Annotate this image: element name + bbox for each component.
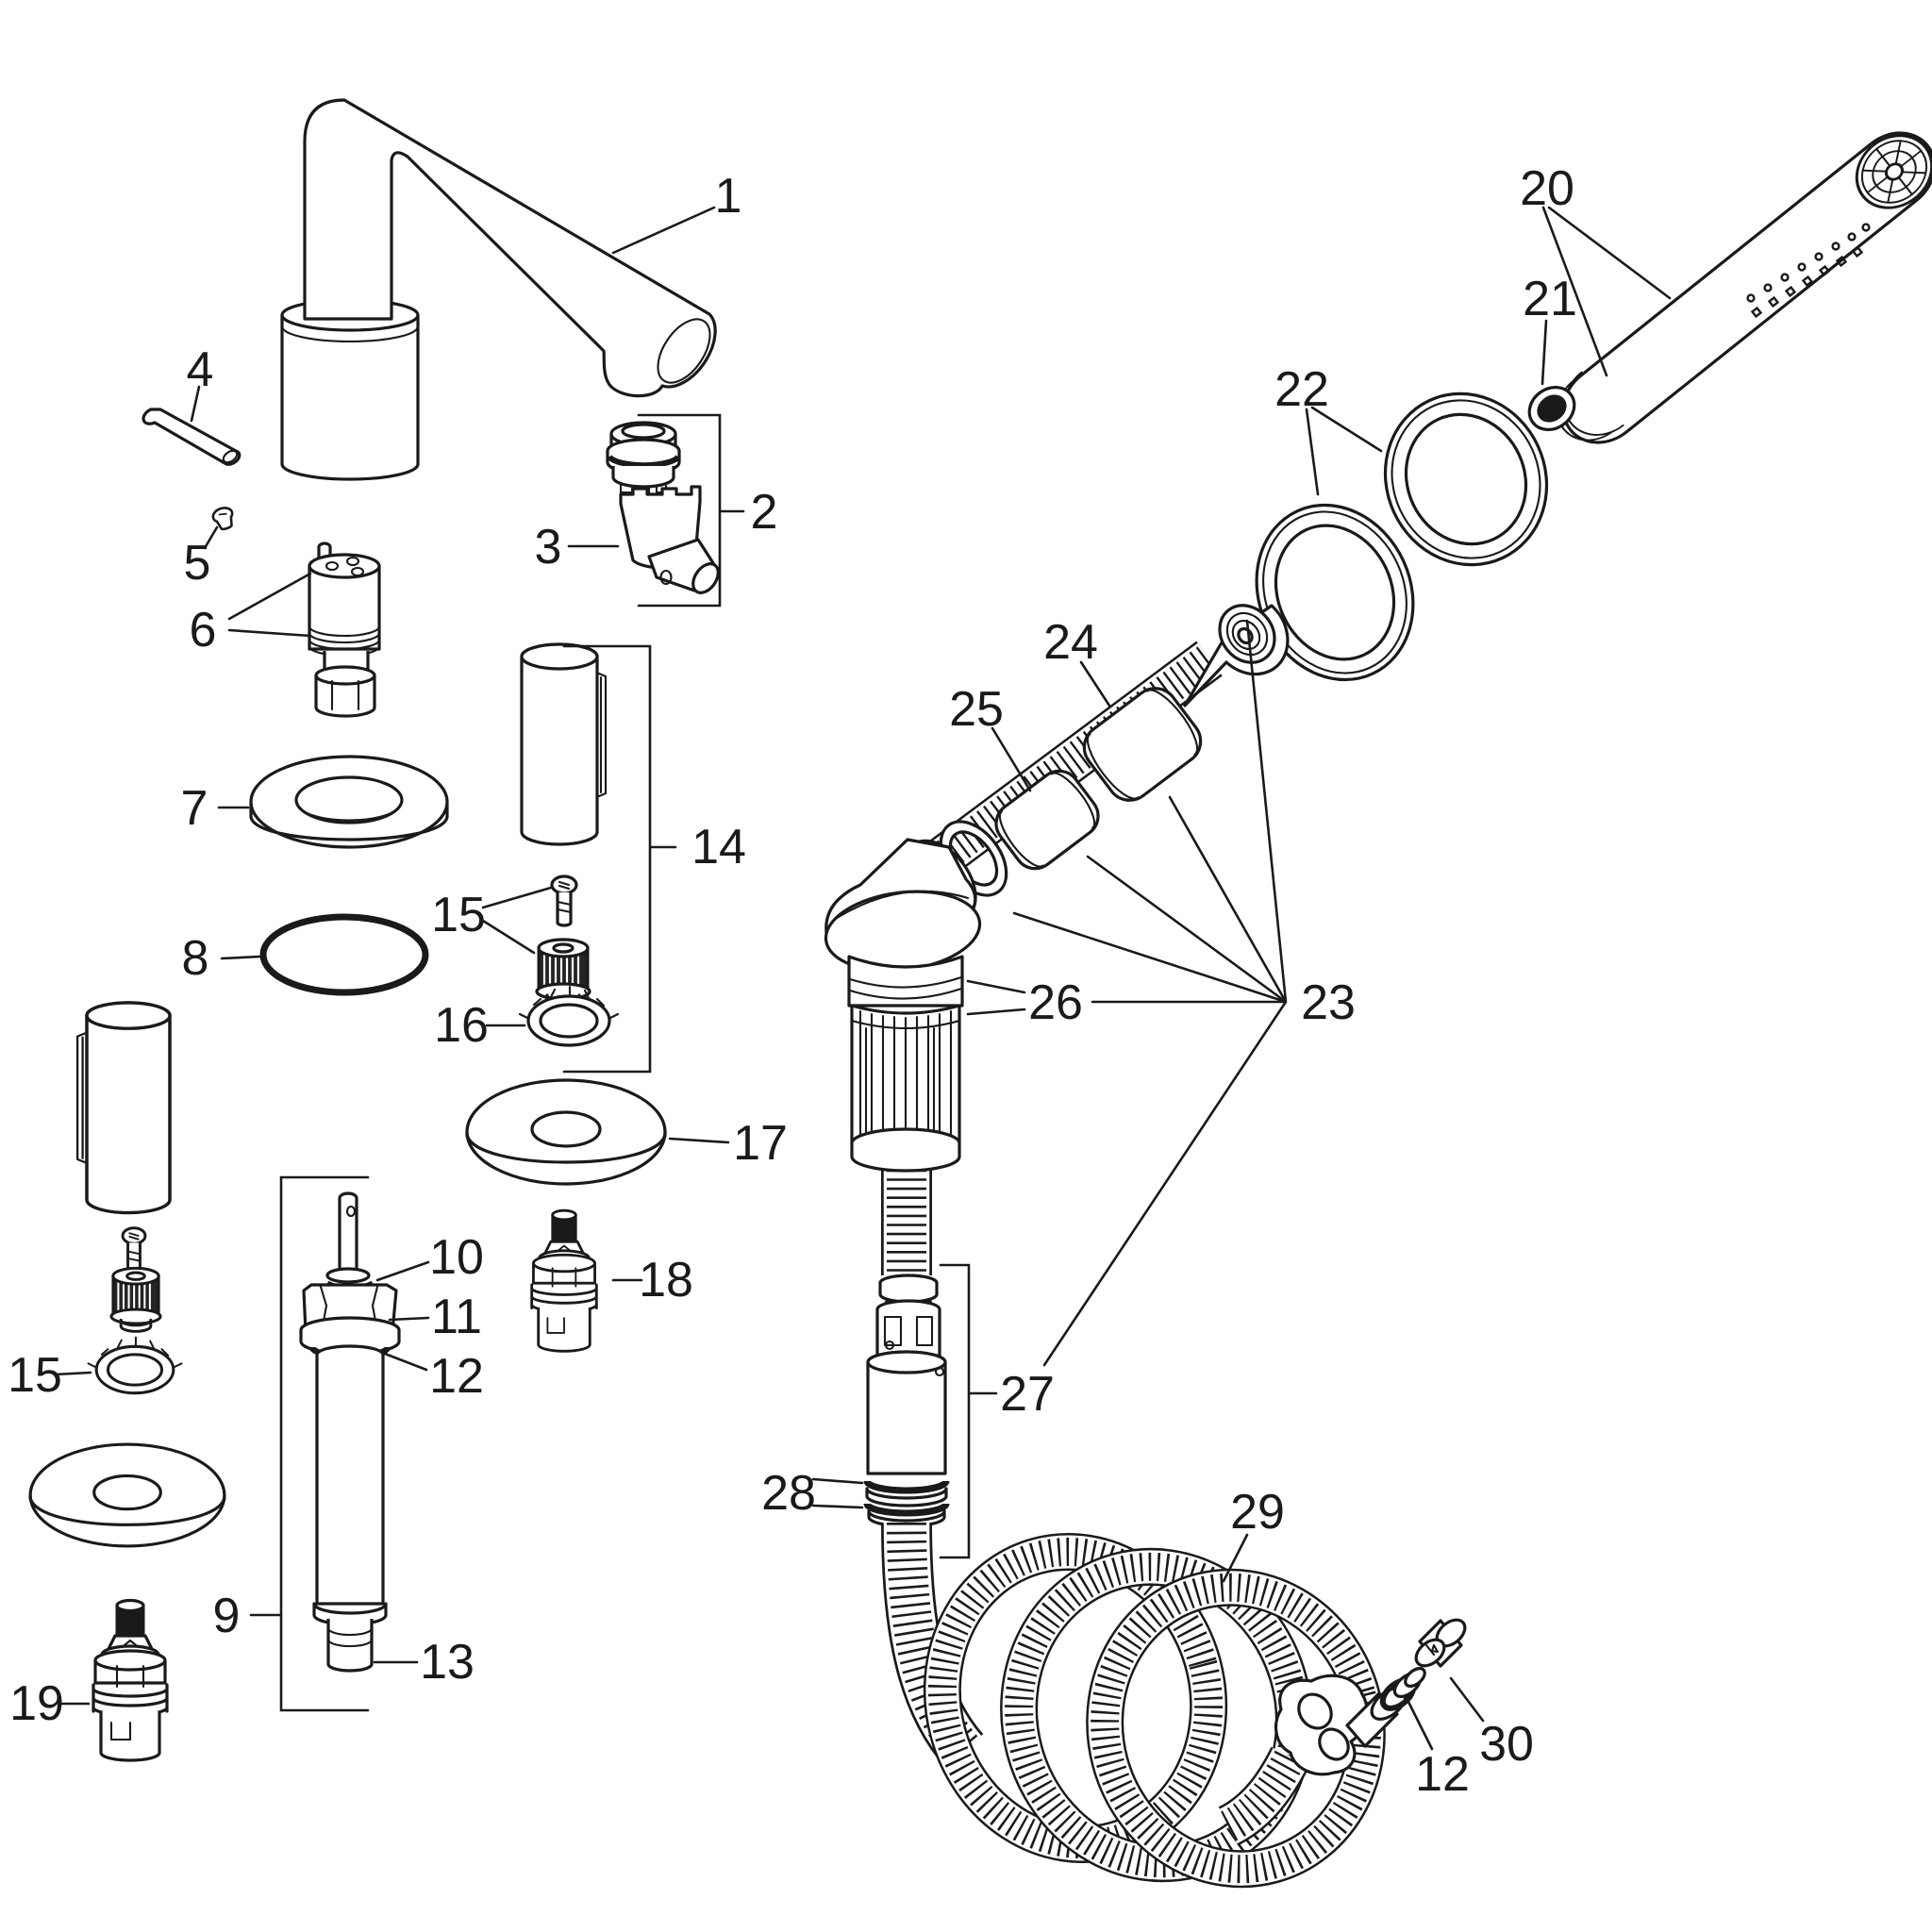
handle-screw-left [121,1226,147,1275]
part-label-9: 9 [213,1589,241,1643]
leader-12 [383,1352,428,1372]
leader-24 [1079,660,1111,708]
escutcheon-disc-17 [465,1078,667,1186]
handle-sleeve-right [520,642,608,846]
part-label-15r: 15 [431,888,486,942]
bracket-27 [939,1263,998,1559]
part-label-12b: 12 [1415,1747,1470,1802]
part-label-13: 13 [420,1635,475,1690]
slider-sleeve-25 [994,769,1100,871]
spray-dots [1746,223,1871,319]
pin [142,408,242,466]
bracket-9 [249,1175,370,1712]
leader-29 [1222,1533,1249,1583]
leader-20 [1541,206,1672,377]
hose-end-ring [878,1274,939,1307]
part-label-22: 22 [1274,362,1329,417]
valve-cartridge-19 [92,1598,169,1762]
part-label-27: 27 [1000,1367,1055,1422]
part-label-29: 29 [1230,1485,1285,1540]
part-label-24: 24 [1043,615,1098,670]
handle-sleeve-left [75,1001,172,1215]
leader-12b [1406,1698,1434,1751]
leader-5 [203,525,219,550]
hose-tip [1183,604,1290,708]
leader-fan-23 [1012,619,1288,1367]
drain-assembly [299,1191,401,1673]
part-label-12: 12 [429,1349,484,1404]
aerator [606,421,681,496]
part-label-18: 18 [639,1253,693,1307]
leader-22 [1305,406,1383,496]
part-label-30: 30 [1479,1717,1534,1772]
spout-base [280,298,420,481]
part-label-19: 19 [9,1676,64,1731]
check-valve-key [619,485,720,594]
knurled-adapter-left [109,1266,162,1333]
part-label-26: 26 [1028,975,1083,1030]
serrated-ring-left [87,1336,183,1395]
friction-rings-22 [1255,391,1549,682]
funnel-flange [850,1127,961,1173]
part-label-3: 3 [535,520,562,575]
part-label-1: 1 [715,169,742,224]
part-label-6: 6 [190,603,217,658]
part-label-5: 5 [184,536,211,591]
part-labels: 1 2 3 4 5 6 7 8 9 10 11 12 13 14 15 16 1… [8,161,1577,1802]
handshower [1557,131,1932,444]
escutcheon-ring [249,755,449,849]
part-label-15l: 15 [8,1348,62,1403]
bracket-2 [637,413,745,608]
leader-28 [811,1477,864,1509]
part-label-4: 4 [187,342,214,397]
serrated-ring-16 [518,985,620,1047]
leader-10 [375,1260,430,1282]
leader-25 [991,726,1032,792]
grub-screw [211,507,234,531]
connector-body [863,1350,950,1528]
leader-26 [966,979,1026,1016]
part-label-7: 7 [181,781,208,836]
flow-restrictor-30 [1414,1618,1467,1668]
hose-elbow-12 [1274,1674,1369,1776]
leader-1 [611,206,716,255]
part-label-8: 8 [182,931,209,986]
part-label-16: 16 [434,998,489,1053]
seal-21 [1527,386,1576,431]
spout [303,98,717,398]
leader-15-left [53,1371,92,1376]
o-ring [259,913,429,996]
handle-screw-right [550,874,578,927]
part-label-23: 23 [1301,975,1356,1030]
leader-8 [220,955,262,960]
part-label-20: 20 [1520,161,1574,216]
leader-17 [668,1137,730,1144]
part-label-10: 10 [429,1230,484,1285]
leader-11 [388,1316,430,1322]
part-label-17: 17 [733,1116,788,1171]
part-label-2: 2 [751,485,778,540]
part-label-21: 21 [1523,272,1577,326]
leader-15-right [481,886,553,955]
connector-collet [875,1299,941,1362]
bracket-14 [562,644,677,1074]
leader-30 [1449,1676,1485,1723]
part-label-28: 28 [761,1466,816,1521]
leader-4 [190,385,201,423]
slider-sleeve-24 [1082,687,1203,802]
holder-funnel [824,838,982,1145]
part-label-14: 14 [691,820,746,874]
valve-cartridge-18 [530,1208,598,1353]
leader-6 [227,572,312,638]
part-label-11: 11 [431,1290,482,1344]
mixing-cartridge [308,541,381,718]
escutcheon-disc-left [28,1442,226,1548]
part-label-25: 25 [949,682,1004,737]
spray-face [1855,134,1932,209]
hose-plug [1345,1667,1426,1748]
leader-21 [1541,319,1548,386]
